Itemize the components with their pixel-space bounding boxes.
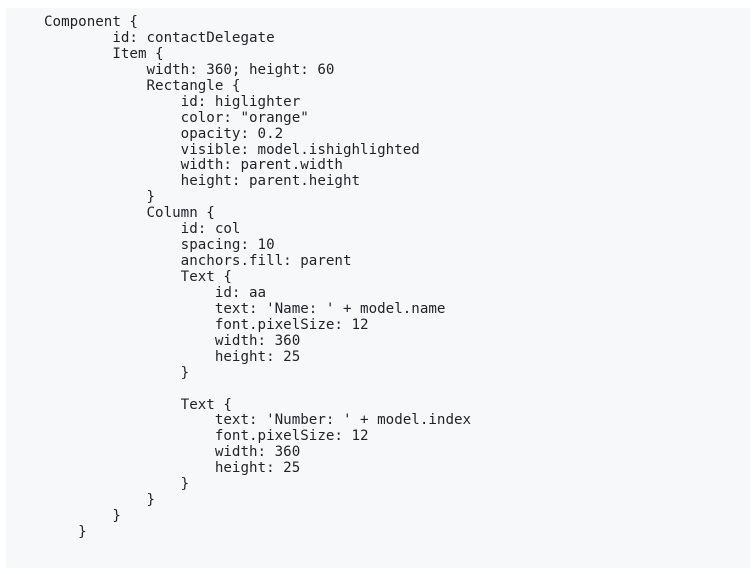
code-line: id: contactDelegate (44, 29, 275, 46)
code-line: width: 360; height: 60 (44, 61, 335, 78)
code-line: color: "orange" (44, 109, 309, 126)
code-line: font.pixelSize: 12 (44, 428, 369, 445)
code-line: Rectangle { (44, 77, 241, 94)
code-line: Item { (44, 45, 164, 62)
code-line (44, 382, 471, 398)
code-line: anchors.fill: parent (44, 253, 352, 270)
code-line: } (44, 492, 156, 509)
code-line: id: higlighter (44, 93, 301, 110)
code-line: Component { (44, 14, 138, 30)
code-line: } (44, 508, 121, 525)
code-line: opacity: 0.2 (44, 125, 284, 142)
code-line: text: 'Number: ' + model.index (44, 412, 472, 429)
code-line: } (44, 364, 190, 381)
code-content: Component { id: contactDelegate Item { w… (44, 14, 472, 541)
code-line: visible: model.ishighlighted (44, 141, 420, 158)
code-line: height: 25 (44, 460, 301, 477)
code-line: Text { (44, 269, 232, 285)
code-line: width: 360 (44, 332, 301, 349)
code-line: height: parent.height (44, 173, 361, 190)
code-line: font.pixelSize: 12 (44, 316, 369, 333)
code-line: spacing: 10 (44, 237, 275, 254)
code-block: Component { id: contactDelegate Item { w… (6, 8, 750, 568)
code-line: width: 360 (44, 444, 301, 461)
code-line: Column { (44, 205, 215, 222)
code-line: } (44, 189, 156, 206)
code-line: id: aa (44, 284, 267, 301)
code-line: width: parent.width (44, 157, 343, 174)
code-line: text: 'Name: ' + model.name (44, 300, 446, 317)
code-line: Text { (44, 396, 232, 413)
code-line: } (44, 524, 87, 540)
code-line: height: 25 (44, 348, 301, 365)
code-line: id: col (44, 221, 241, 238)
code-line: } (44, 476, 190, 493)
